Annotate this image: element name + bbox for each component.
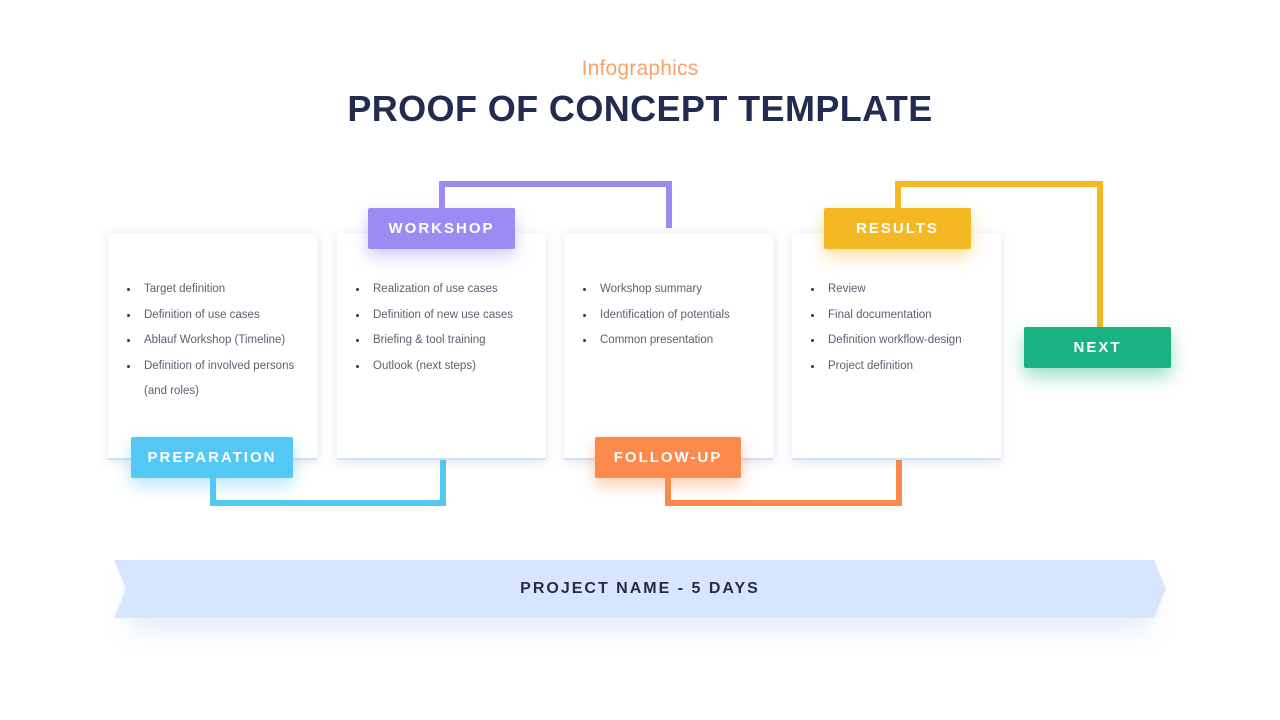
list-item: Project definition — [792, 354, 1001, 380]
list-item: Ablauf Workshop (Timeline) — [108, 328, 317, 354]
project-banner — [114, 560, 1166, 618]
tag-next: NEXT — [1024, 327, 1171, 368]
card-preparation: Target definition Definition of use case… — [108, 233, 317, 460]
list-item: Common presentation — [564, 328, 773, 354]
list-item: Realization of use cases — [337, 277, 546, 303]
tag-workshop: WORKSHOP — [368, 208, 515, 249]
connector-results — [895, 181, 1103, 327]
page-title: PROOF OF CONCEPT TEMPLATE — [347, 88, 933, 129]
list-workshop: Realization of use cases Definition of n… — [337, 233, 546, 379]
list-item: Final documentation — [792, 303, 1001, 329]
tag-results: RESULTS — [824, 208, 971, 249]
list-results: Review Final documentation Definition wo… — [792, 233, 1001, 379]
list-item: Briefing & tool training — [337, 328, 546, 354]
list-item: Definition of involved persons (and role… — [108, 354, 317, 405]
list-item: Definition workflow-design — [792, 328, 1001, 354]
project-banner-text: PROJECT NAME - 5 DAYS — [520, 580, 760, 597]
list-item: Workshop summary — [564, 277, 773, 303]
list-followup: Workshop summary Identification of poten… — [564, 233, 773, 354]
list-item: Definition of new use cases — [337, 303, 546, 329]
connector-followup — [665, 458, 902, 506]
connector-workshop — [439, 181, 672, 228]
list-item: Outlook (next steps) — [337, 354, 546, 380]
list-item: Target definition — [108, 277, 317, 303]
subtitle: Infographics — [581, 57, 699, 80]
tag-followup: FOLLOW-UP — [595, 437, 741, 478]
list-item: Definition of use cases — [108, 303, 317, 329]
connector-preparation — [210, 458, 446, 506]
card-workshop: Realization of use cases Definition of n… — [337, 233, 546, 460]
list-item: Review — [792, 277, 1001, 303]
list-item: Identification of potentials — [564, 303, 773, 329]
card-followup: Workshop summary Identification of poten… — [564, 233, 773, 460]
list-preparation: Target definition Definition of use case… — [108, 233, 317, 405]
card-results: Review Final documentation Definition wo… — [792, 233, 1001, 460]
tag-preparation: PREPARATION — [131, 437, 293, 478]
